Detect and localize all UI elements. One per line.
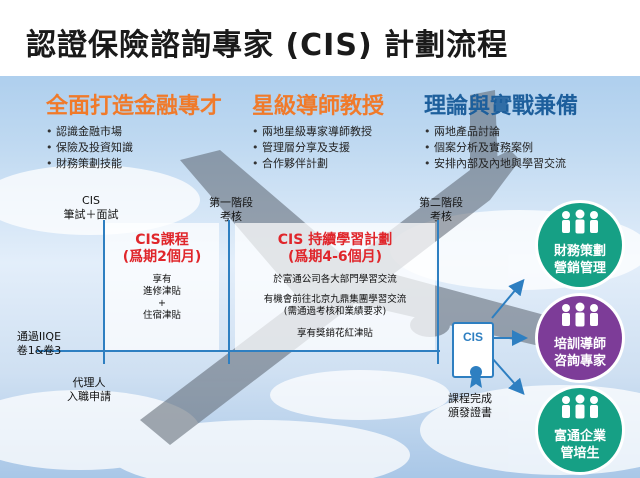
people-icon xyxy=(538,394,622,424)
feature-item: 管理層分享及支援 xyxy=(252,140,384,156)
timeline-divider xyxy=(437,220,439,364)
feature-item: 財務策劃技能 xyxy=(46,156,222,172)
certificate-icon: CIS xyxy=(452,322,494,388)
feature-item: 合作夥伴計劃 xyxy=(252,156,384,172)
cis-course-content: CIS課程 (爲期2個月) 享有 進修津貼 + 住宿津貼 xyxy=(105,232,219,322)
course-title: CIS課程 xyxy=(135,232,189,248)
outcome-badge-finance: 財務策劃營銷管理 xyxy=(538,203,622,287)
feature-item: 個案分析及實務案例 xyxy=(424,140,578,156)
timeline-axis xyxy=(36,350,440,352)
feature-column-finance: 全面打造金融專才 認識金融市場 保險及投資知識 財務策劃技能 xyxy=(46,88,222,172)
feature-heading: 理論與實戰兼備 xyxy=(424,94,579,119)
course-duration: (爲期2個月) xyxy=(122,249,202,265)
cis-program-content: CIS 持續學習計劃 (爲期4-6個月) 於富通公司各大部門學習交流 有機會前往… xyxy=(235,232,435,340)
complete-label: 課程完成頒發證書 xyxy=(448,392,492,419)
stage2-label: 第二階段考核 xyxy=(419,196,463,223)
cis-course-box xyxy=(105,223,219,350)
people-icon xyxy=(538,209,622,239)
feature-item: 安排內部及內地與學習交流 xyxy=(424,156,578,172)
feature-heading: 星級導師教授 xyxy=(252,94,385,119)
title-bar xyxy=(0,0,640,76)
program-title: CIS 持續學習計劃 xyxy=(277,232,393,248)
feature-item: 認識金融市場 xyxy=(46,124,222,140)
feature-item: 保險及投資知識 xyxy=(46,140,222,156)
timeline-divider xyxy=(228,220,230,364)
outcome-badge-trainer: 培訓導師咨詢專家 xyxy=(538,296,622,380)
feature-heading: 全面打造金融專才 xyxy=(46,94,223,119)
stage1-label: 第一階段考核 xyxy=(209,196,253,223)
outcome-badge-trainee: 富通企業管培生 xyxy=(538,388,622,472)
feature-item: 兩地星級專家導師教授 xyxy=(252,124,384,140)
people-icon xyxy=(538,302,622,332)
feature-column-practice: 理論與實戰兼備 兩地產品討論 個案分析及實務案例 安排內部及內地與學習交流 xyxy=(424,88,578,172)
feature-column-mentors: 星級導師教授 兩地星級專家導師教授 管理層分享及支援 合作夥伴計劃 xyxy=(252,88,384,172)
page-title: 認證保險諮詢專家 (CIS) 計劃流程 xyxy=(26,28,509,63)
timeline-divider xyxy=(103,220,105,364)
program-duration: (爲期4-6個月) xyxy=(287,249,383,265)
feature-item: 兩地產品討論 xyxy=(424,124,578,140)
cis-program-box xyxy=(235,223,435,350)
join-label: 代理人入職申請 xyxy=(67,376,111,403)
